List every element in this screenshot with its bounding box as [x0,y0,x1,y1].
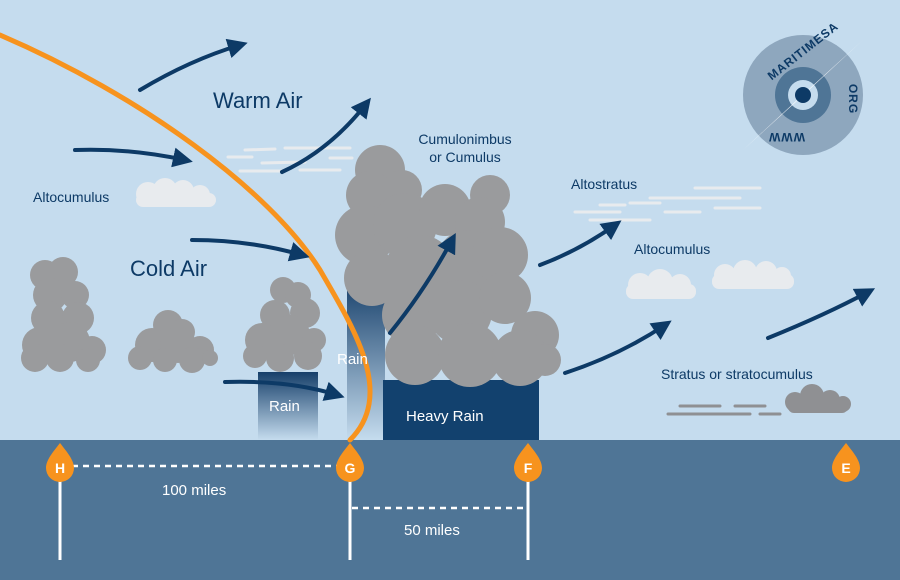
arrow-altocumulus [563,320,672,375]
altocumulus-left-label: Altocumulus [33,189,110,205]
stratocumulus-cloud [785,384,851,413]
logo-badge [743,35,863,155]
arrow-cold-low [223,379,345,401]
compass-icon [795,87,811,103]
maritimesa-logo: MARITIMESA ORG WWW [738,19,868,160]
station-pins [46,443,860,482]
station-f-label: F [523,460,533,476]
distance-hg-label: 100 miles [162,482,227,499]
arrow-updraft [388,232,456,335]
station-e-label: E [841,460,851,476]
pin-f [514,443,542,482]
cumulonimbus-label-line1: Cumulonimbus [418,131,512,147]
distance-gf-label: 50 miles [404,522,460,539]
distance-lines [72,464,526,510]
heavy-rain-shaft [383,380,539,440]
stratus-streaks [666,404,782,416]
pin-g [336,443,364,482]
heavy-rain-label: Heavy Rain [406,408,484,425]
cold-air-label: Cold Air [130,256,208,281]
station-poles [58,470,530,560]
rain-small-label: Rain [269,398,300,415]
pin-e [832,443,860,482]
cumulus-cloud-left [21,257,106,372]
altocumulus-cloud-left [136,178,216,207]
cumulus-cloud-middle [128,310,218,373]
altocumulus-cloud-right-a [626,269,696,299]
arrow-warm-top [138,38,248,92]
rain-front-label: Rain [337,351,368,368]
cumulonimbus-label-line2: or Cumulus [429,149,501,165]
station-h-label: H [54,460,66,476]
arrow-warm-rising [280,97,371,174]
altocumulus-right-label: Altocumulus [634,241,711,257]
altocumulus-cloud-right-b [712,260,794,289]
pin-h [46,443,74,482]
arrow-warm-left [73,147,193,168]
arrow-stratus [766,288,876,340]
altostratus-streaks [573,186,762,222]
cumulus-cloud-front [243,277,326,372]
logo-prefix: WWW [768,130,805,144]
altostratus-label: Altostratus [571,176,638,192]
stratus-label: Stratus or stratocumulus [661,366,813,382]
arrow-cold-mid [190,238,310,262]
ground-band [0,440,900,580]
airflow-arrows [73,38,876,401]
station-g-label: G [344,460,356,476]
cumulonimbus-cloud [335,145,561,387]
arrow-altostratus [538,220,622,267]
warm-air-label: Warm Air [213,88,303,113]
logo-suffix: ORG [846,83,861,115]
